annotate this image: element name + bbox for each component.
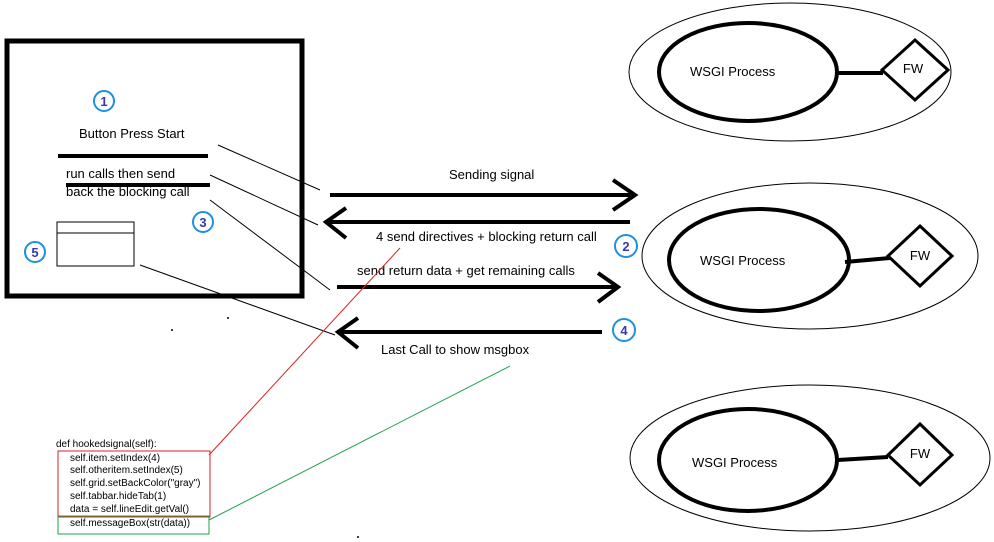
sending-signal-label: Sending signal (449, 167, 534, 182)
client-window-frame (4, 38, 305, 299)
server-2-link (844, 256, 891, 264)
server-1-process-label: WSGI Process (690, 64, 776, 79)
connector-runcalls-to-returndata (209, 199, 331, 291)
arrow-send-directives (322, 206, 630, 240)
stray-dot (227, 317, 229, 319)
server-3-fw-diamond (885, 421, 955, 488)
server-2-fw-diamond (885, 223, 955, 289)
code-line-6: self.messageBox(str(data)) (70, 518, 190, 529)
code-line-3: self.grid.setBackColor("gray") (70, 478, 200, 489)
code-line-4: self.tabbar.hideTab(1) (70, 491, 166, 502)
connector-runcalls-to-directives (209, 174, 319, 226)
step-1-number: 1 (100, 94, 107, 109)
server-3-wsgi-ellipse (657, 407, 839, 513)
arrow-last-call (334, 316, 602, 350)
client-window: 1 Button Press Start run calls then send… (4, 38, 305, 299)
code-signature: def hookedsignal(self): (56, 439, 157, 450)
server-node-1: WSGI Process FW (628, 2, 952, 142)
code-line-5: data = self.lineEdit.getVal() (70, 504, 189, 515)
messagebox-widget (56, 221, 135, 267)
stray-dot (357, 536, 359, 538)
server-1-fw-diamond (879, 37, 951, 103)
button-press-label: Button Press Start (79, 126, 185, 141)
step-2-number: 2 (622, 239, 629, 254)
red-code-box (57, 450, 211, 518)
step-5-number: 5 (31, 245, 38, 260)
connector-lines (139, 144, 336, 336)
server-3-process-label: WSGI Process (692, 455, 778, 470)
arrow-sending-signal (330, 178, 639, 212)
server-node-3: WSGI Process FW (629, 384, 991, 532)
code-line-2: self.otheritem.setIndex(5) (70, 465, 183, 476)
step-1-badge (93, 90, 115, 112)
green-code-box (57, 515, 210, 535)
step-4-number: 4 (620, 323, 628, 338)
server-3-outer-ellipse (629, 384, 991, 532)
send-return-data-label: send return data + get remaining calls (357, 263, 575, 278)
step-5-badge (24, 241, 46, 263)
run-calls-line-2: back the blocking call (66, 184, 190, 199)
connector-msgbox-to-lastcall (139, 264, 336, 336)
step-2-badge (614, 234, 638, 258)
server-2-outer-ellipse (641, 182, 979, 330)
code-line-1: self.item.setIndex(4) (70, 453, 160, 464)
step-3-number: 3 (199, 215, 206, 230)
code-block: def hookedsignal(self): self.item.setInd… (56, 439, 211, 535)
step-4-badge (612, 318, 636, 342)
server-1-outer-ellipse (628, 2, 952, 142)
server-3-link (837, 455, 889, 462)
red-pointer-line (208, 247, 401, 456)
server-2-process-label: WSGI Process (700, 253, 786, 268)
server-2-fw-label: FW (910, 248, 931, 263)
server-3-fw-label: FW (910, 446, 931, 461)
last-call-label: Last Call to show msgbox (381, 342, 530, 357)
stray-dot (171, 329, 173, 331)
run-calls-line-1: run calls then send (66, 166, 175, 181)
green-pointer-line (208, 365, 511, 521)
arrow-send-return-data (337, 271, 622, 304)
step-3-badge (192, 211, 214, 233)
send-directives-label: 4 send directives + blocking return call (376, 229, 597, 244)
server-1-fw-label: FW (903, 61, 924, 76)
server-node-2: WSGI Process FW (641, 182, 979, 330)
connector-button-to-signal (217, 144, 321, 191)
